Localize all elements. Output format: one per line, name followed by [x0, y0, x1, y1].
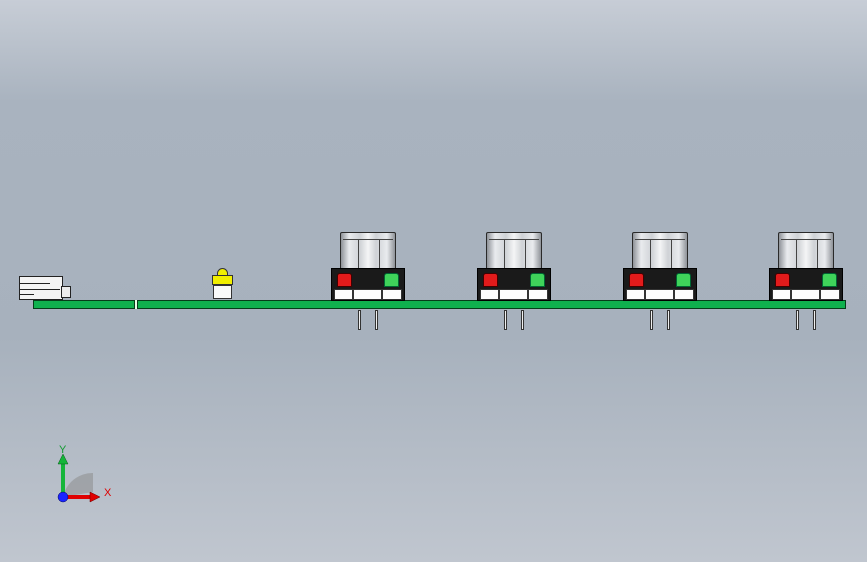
- rotary-encoder[interactable]: [477, 232, 552, 330]
- triad-x-arrow: [89, 491, 101, 503]
- encoder-knob-shaft: [796, 239, 818, 268]
- rotary-encoder[interactable]: [769, 232, 844, 330]
- triad-y-label: Y: [59, 444, 67, 456]
- triad-plane-arc: [63, 472, 93, 497]
- encoder-pad: [334, 289, 353, 300]
- encoder-pin: [667, 310, 670, 330]
- encoder-green-cap: [822, 273, 837, 287]
- usb-connector[interactable]: [19, 276, 71, 301]
- encoder-pin: [358, 310, 361, 330]
- encoder-pin: [504, 310, 507, 330]
- pcb-slot: [134, 300, 138, 309]
- encoder-knob: [778, 232, 834, 270]
- usb-connector-tab: [61, 286, 71, 298]
- encoder-knob: [632, 232, 688, 270]
- led-body: [212, 275, 233, 285]
- usb-connector-edge: [20, 294, 34, 295]
- encoder-red-cap: [337, 273, 352, 287]
- encoder-pad: [791, 289, 820, 300]
- encoder-knob-shaft: [650, 239, 672, 268]
- encoder-red-cap: [483, 273, 498, 287]
- encoder-knob: [486, 232, 542, 270]
- encoder-pad: [772, 289, 791, 300]
- usb-connector-edge: [20, 289, 60, 290]
- encoder-knob-edge: [781, 239, 831, 240]
- encoder-red-cap: [775, 273, 790, 287]
- triad-y-arrow: [57, 453, 69, 465]
- encoder-green-cap: [676, 273, 691, 287]
- encoder-pad: [645, 289, 674, 300]
- encoder-knob-edge: [489, 239, 539, 240]
- rotary-encoder[interactable]: [331, 232, 406, 330]
- usb-connector-shell: [19, 276, 63, 300]
- triad-x-label: X: [104, 487, 112, 499]
- usb-connector-edge: [20, 283, 50, 284]
- triad-z-axis: [57, 491, 69, 503]
- encoder-knob: [340, 232, 396, 270]
- encoder-pin: [813, 310, 816, 330]
- encoder-pin: [521, 310, 524, 330]
- led[interactable]: [212, 268, 233, 301]
- encoder-pin: [375, 310, 378, 330]
- encoder-pin: [650, 310, 653, 330]
- encoder-pad: [626, 289, 645, 300]
- encoder-pad: [499, 289, 528, 300]
- led-base: [213, 285, 232, 299]
- coordinate-triad[interactable]: [50, 440, 130, 510]
- encoder-green-cap: [384, 273, 399, 287]
- rotary-encoder[interactable]: [623, 232, 698, 330]
- encoder-knob-edge: [343, 239, 393, 240]
- encoder-red-cap: [629, 273, 644, 287]
- encoder-pin: [796, 310, 799, 330]
- encoder-pad: [820, 289, 840, 300]
- encoder-pad: [674, 289, 694, 300]
- encoder-pad: [353, 289, 382, 300]
- encoder-knob-edge: [635, 239, 685, 240]
- encoder-knob-shaft: [504, 239, 526, 268]
- encoder-pad: [480, 289, 499, 300]
- encoder-pad: [382, 289, 402, 300]
- encoder-green-cap: [530, 273, 545, 287]
- encoder-knob-shaft: [358, 239, 380, 268]
- pcb-board[interactable]: [33, 300, 846, 309]
- encoder-pad: [528, 289, 548, 300]
